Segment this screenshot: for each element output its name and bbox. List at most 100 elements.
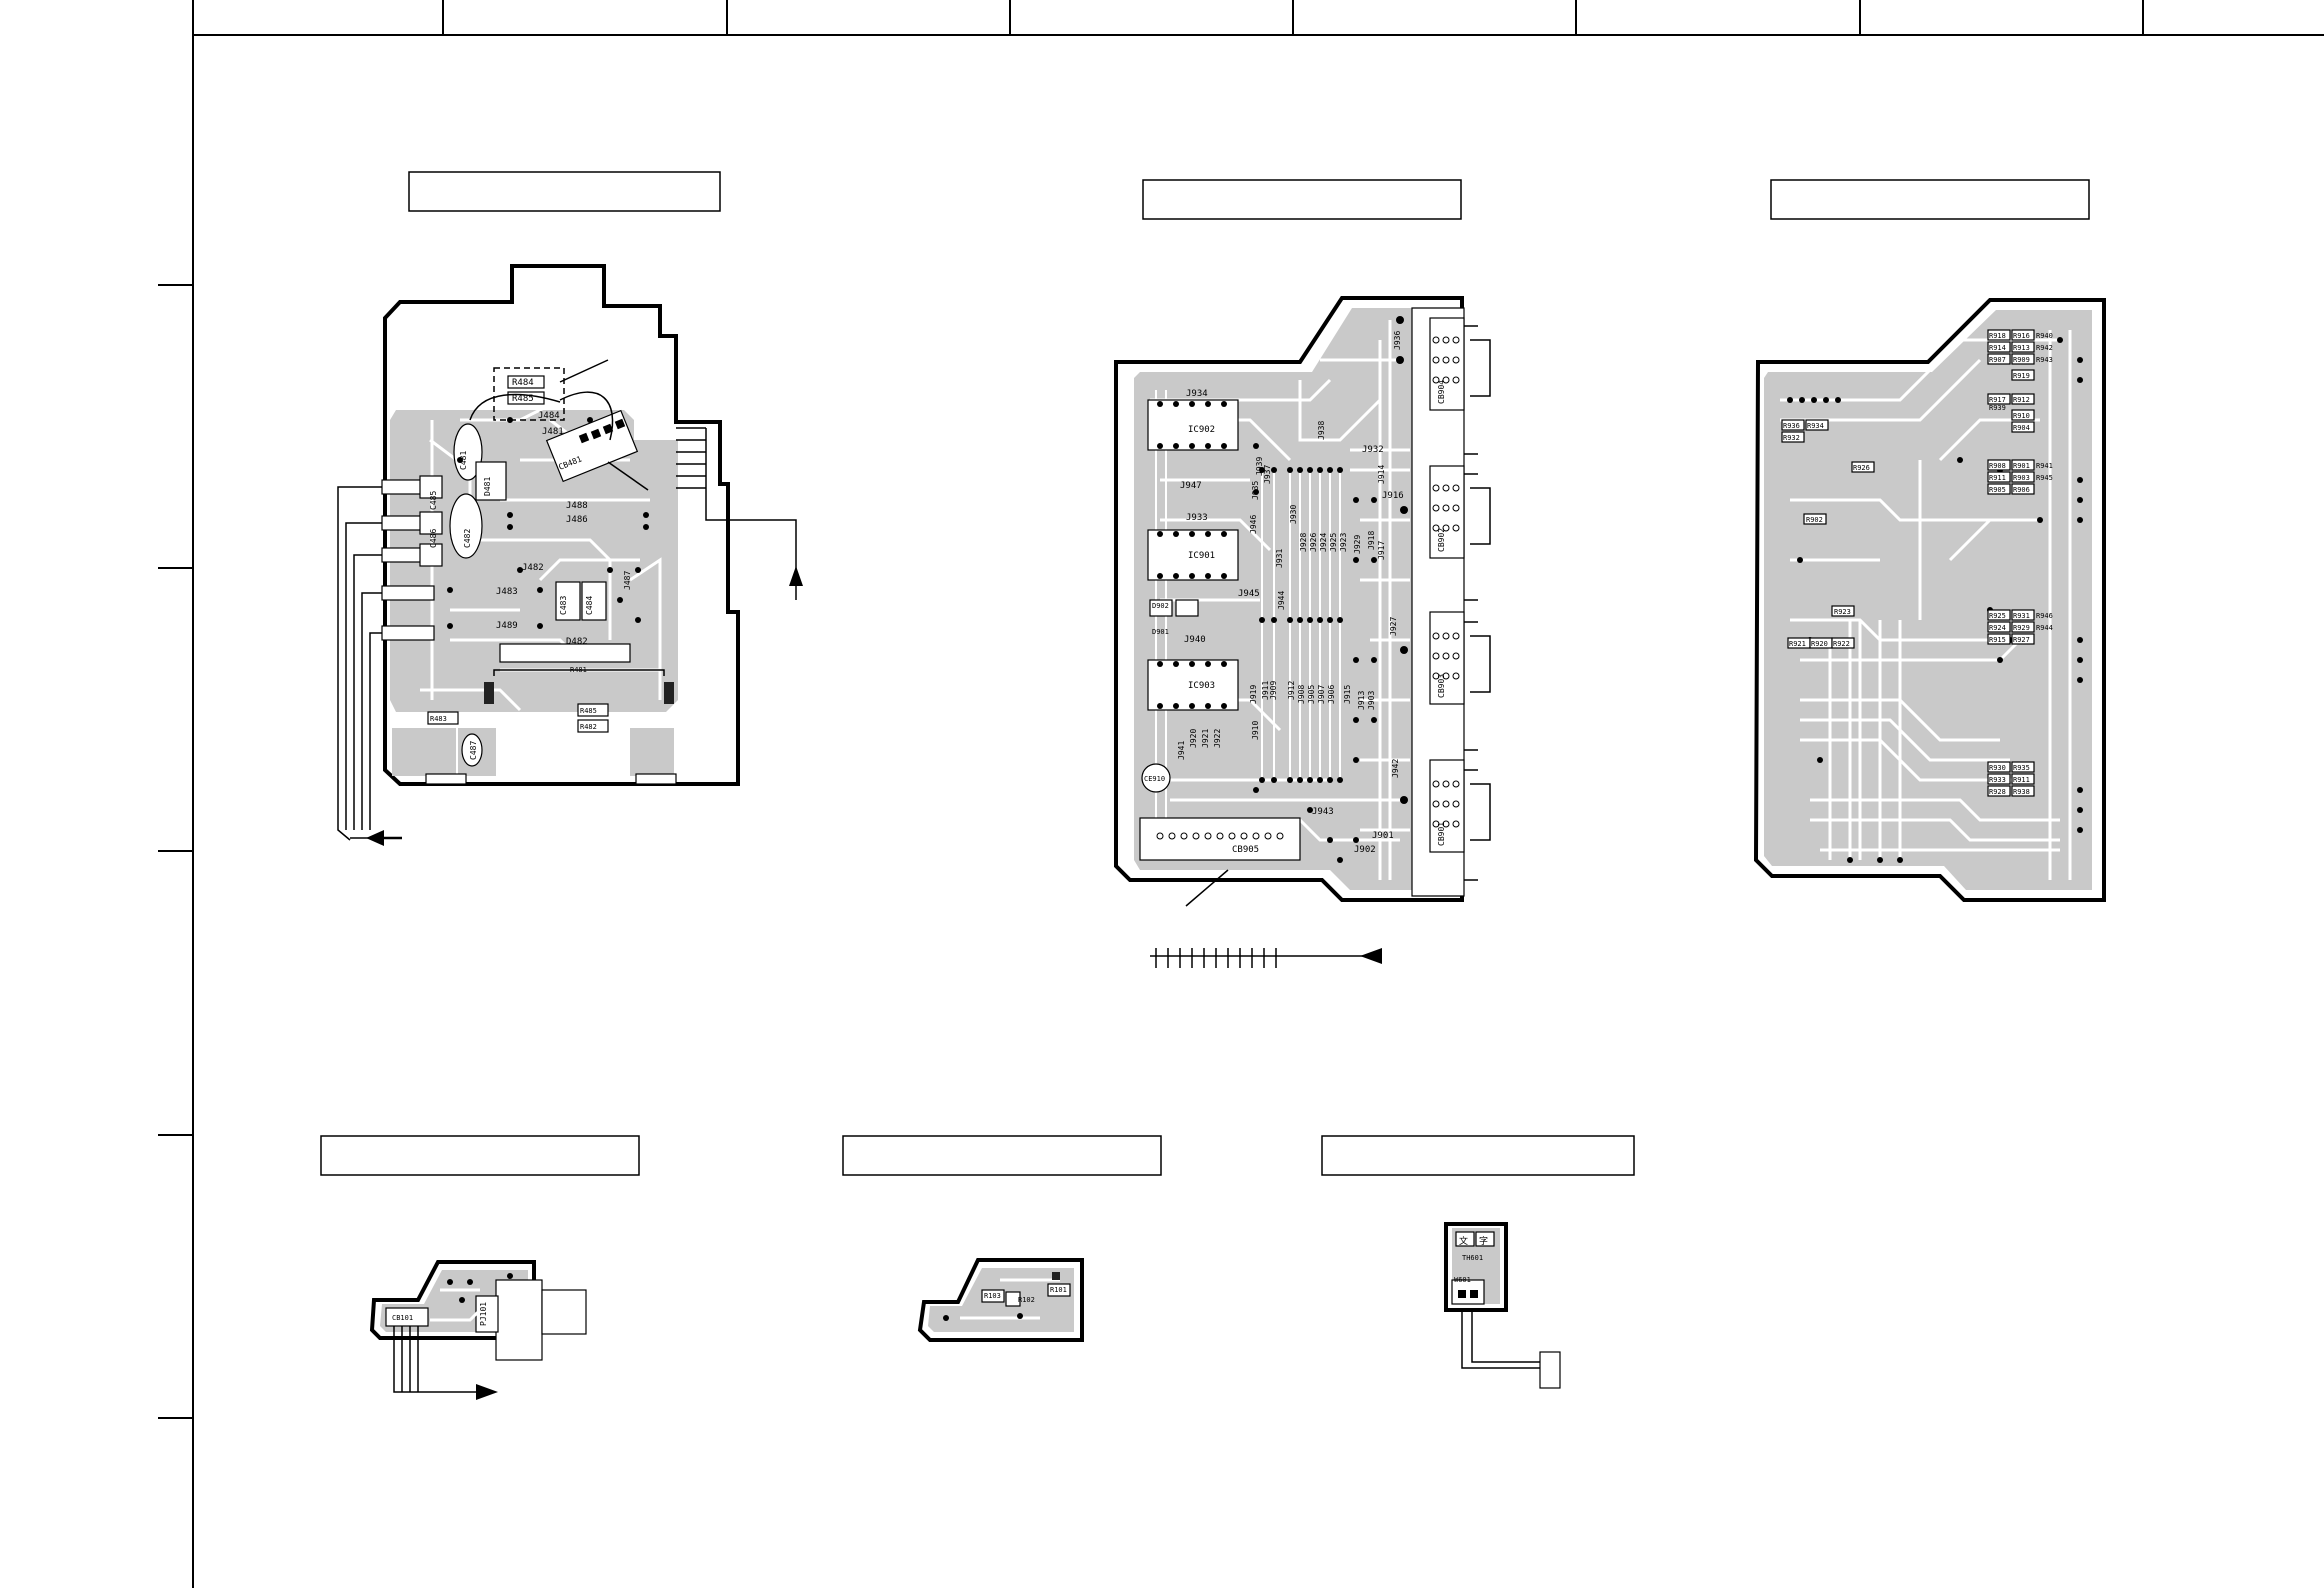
- label-J482: J482: [522, 563, 544, 573]
- label-R485b: R485: [580, 707, 597, 715]
- label-CB905: CB905: [1232, 845, 1259, 855]
- label-IC901: IC901: [1188, 551, 1215, 561]
- label-R940: R940: [2036, 332, 2053, 340]
- label-char-wen: 文: [1459, 1235, 1468, 1247]
- label-J483: J483: [496, 587, 518, 597]
- label-J940: J940: [1184, 635, 1206, 645]
- board4-title-box: [320, 1135, 640, 1176]
- cb481-connector: [545, 409, 639, 483]
- label-CB904: CB904: [1437, 380, 1446, 404]
- label-R917: R917: [1989, 396, 2006, 404]
- label-R483: R483: [430, 715, 447, 723]
- label-R905: R905: [1989, 486, 2006, 494]
- label-R484: R484: [512, 378, 534, 388]
- label-R915: R915: [1989, 636, 2006, 644]
- label-J936: J936: [1393, 331, 1402, 350]
- label-R101: R101: [1050, 1286, 1067, 1294]
- label-J932: J932: [1362, 445, 1384, 455]
- label-IC903: IC903: [1188, 681, 1215, 691]
- label-D901: D901: [1152, 628, 1169, 636]
- label-R936: R936: [1783, 422, 1800, 430]
- label-R924: R924: [1989, 624, 2006, 632]
- ic903-chip: [1147, 659, 1239, 711]
- label-J938: J938: [1317, 421, 1326, 440]
- label-R933: R933: [1989, 776, 2006, 784]
- label-J939: J939: [1255, 457, 1264, 476]
- label-J935: J935: [1251, 481, 1260, 500]
- label-R941: R941: [2036, 462, 2053, 470]
- label-J906: J906: [1327, 685, 1336, 704]
- label-R482: R482: [580, 723, 597, 731]
- board5-pcb: R103 R102 R101: [917, 1258, 1084, 1342]
- label-J942: J942: [1391, 759, 1400, 778]
- label-R916: R916: [2013, 332, 2030, 340]
- ic901-chip: [1147, 529, 1239, 581]
- label-J941: J941: [1177, 741, 1186, 760]
- r484-r485-highlight: [493, 367, 565, 421]
- label-W601: W601: [1454, 1276, 1471, 1284]
- label-J914: J914: [1377, 465, 1386, 484]
- label-J937: J937: [1263, 465, 1272, 484]
- label-J923: J923: [1339, 533, 1348, 552]
- ce910-capacitor: [1141, 763, 1171, 793]
- label-J927: J927: [1389, 617, 1398, 636]
- label-J917: J917: [1377, 541, 1386, 560]
- label-J912: J912: [1287, 681, 1296, 700]
- label-J907: J907: [1317, 685, 1326, 704]
- label-J934: J934: [1186, 389, 1208, 399]
- label-R481: R481: [570, 666, 587, 674]
- label-J921: J921: [1201, 729, 1210, 748]
- label-R928: R928: [1989, 788, 2006, 796]
- label-J926: J926: [1309, 533, 1318, 552]
- label-J901: J901: [1372, 831, 1394, 841]
- board3-pcb: R918 R914 R907 R916 R913 R909 R919 R917 …: [1753, 298, 2106, 902]
- label-R919: R919: [2013, 372, 2030, 380]
- label-J945: J945: [1238, 589, 1260, 599]
- label-R904: R904: [2013, 424, 2030, 432]
- label-char-zi: 字: [1479, 1235, 1488, 1247]
- label-PJ101: PJ101: [479, 1302, 488, 1326]
- label-J486: J486: [566, 515, 588, 525]
- label-R907: R907: [1989, 356, 2006, 364]
- label-J928: J928: [1299, 533, 1308, 552]
- label-J920: J920: [1189, 729, 1198, 748]
- label-D482: D482: [566, 637, 588, 647]
- label-J911: J911: [1261, 681, 1270, 700]
- label-R945: R945: [2036, 474, 2053, 482]
- label-R946: R946: [2036, 612, 2053, 620]
- label-J919: J919: [1249, 685, 1258, 704]
- label-C487: C487: [469, 741, 478, 760]
- label-R931: R931: [2013, 612, 2030, 620]
- label-J908: J908: [1297, 685, 1306, 704]
- c481-capacitor: [453, 423, 483, 481]
- label-J916: J916: [1382, 491, 1404, 501]
- label-TH601: TH601: [1462, 1254, 1483, 1262]
- label-J905: J905: [1307, 685, 1316, 704]
- board2-pcb: J936 J934 IC902 J938 J939 J935 J937 J932…: [1114, 296, 1491, 968]
- label-R103: R103: [984, 1292, 1001, 1300]
- label-J918: J918: [1367, 531, 1376, 550]
- label-J933: J933: [1186, 513, 1208, 523]
- label-J909: J909: [1269, 681, 1278, 700]
- label-R935: R935: [2013, 764, 2030, 772]
- label-R923: R923: [1834, 608, 1851, 616]
- label-J902: J902: [1354, 845, 1376, 855]
- board5-title-box: [842, 1135, 1162, 1176]
- label-CB903: CB903: [1437, 674, 1446, 698]
- label-CE910: CE910: [1144, 775, 1165, 783]
- label-C486: C486: [429, 529, 438, 548]
- board2-title-box: [1142, 179, 1462, 220]
- label-R903: R903: [2013, 474, 2030, 482]
- board6-pcb: 文 字 TH601 W601: [1444, 1222, 1561, 1389]
- board6-title-box: [1321, 1135, 1635, 1176]
- label-J930: J930: [1289, 505, 1298, 524]
- grid-frame: [158, 0, 2324, 1588]
- label-J944: J944: [1277, 591, 1286, 610]
- board1-pcb: R484 R485: [337, 264, 803, 846]
- label-D902: D902: [1152, 602, 1169, 610]
- label-R102: R102: [1018, 1296, 1035, 1304]
- label-R908: R908: [1989, 462, 2006, 470]
- label-R911: R911: [1989, 474, 2006, 482]
- board4-pcb: CB101 PJ101: [369, 1260, 587, 1400]
- label-R938: R938: [2013, 788, 2030, 796]
